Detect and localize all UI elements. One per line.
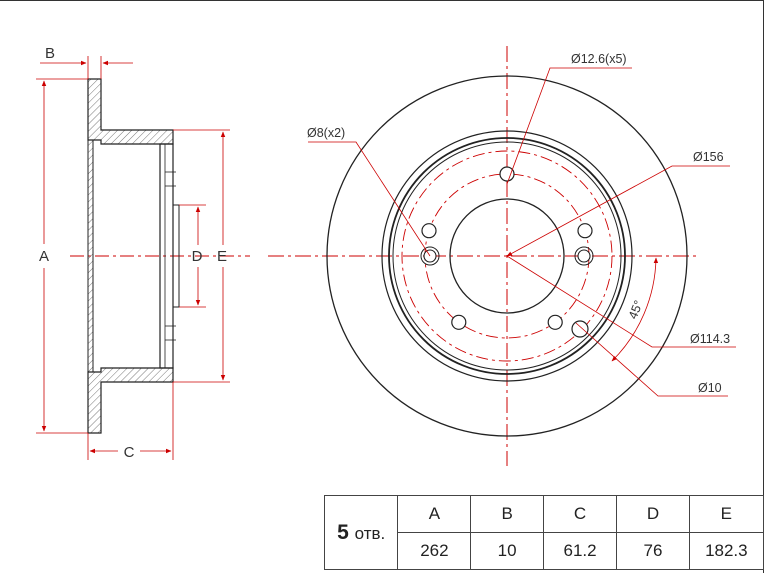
dim-e-label: E	[217, 248, 227, 265]
note-pin-holes: Ø8(x2)	[307, 126, 345, 140]
stud-holes	[421, 166, 593, 338]
hub-diameter-circle	[401, 150, 613, 362]
dim-b-label: B	[45, 45, 55, 62]
header-b: B	[470, 495, 544, 533]
hole-count-cell: 5 отв.	[323, 495, 399, 570]
value-a: 262	[397, 532, 472, 570]
leader-stud-holes	[506, 67, 632, 185]
spec-table: 5 отв. A B C D E 262 10 61.2 76 182.3	[323, 495, 764, 570]
dim-d-label: D	[192, 248, 203, 265]
hub-face-edge	[392, 141, 622, 371]
hat-wall	[87, 139, 94, 373]
center-bore	[172, 204, 180, 308]
stud-hole-5	[421, 223, 437, 239]
side-section-view: A B C D E	[36, 45, 250, 461]
disc-outer-edge	[326, 75, 688, 437]
stud-hole-3	[547, 314, 563, 330]
hat-outer-edge	[381, 130, 633, 382]
spec-value-row: 262 10 61.2 76 182.3	[325, 532, 764, 570]
hat-inner-edge	[388, 137, 626, 375]
note-hub-diameter: Ø156	[693, 150, 724, 164]
upper-section	[87, 78, 174, 145]
leader-center-hole	[575, 322, 728, 397]
header-a: A	[397, 495, 472, 533]
lower-section	[87, 367, 174, 434]
leader-pin-holes	[308, 141, 431, 257]
hole-count-value: 5	[337, 520, 349, 544]
note-angle: 45°	[626, 298, 646, 321]
value-d: 76	[616, 532, 690, 570]
front-view: Ø12.6(x5) Ø8(x2) Ø156 Ø114.3 Ø10 45°	[268, 46, 736, 466]
hole-count-unit: отв.	[354, 523, 386, 543]
header-c: C	[542, 495, 618, 533]
note-center-hole: Ø10	[698, 381, 722, 395]
stud-hole-4	[451, 314, 467, 330]
angle-arc	[611, 257, 659, 362]
dim-a-label: A	[39, 248, 49, 265]
center-bore-edge	[449, 198, 565, 314]
value-c: 61.2	[542, 532, 618, 570]
note-pcd: Ø114.3	[690, 332, 730, 346]
pin-hole-right	[574, 246, 594, 266]
note-stud-holes: Ø12.6(x5)	[571, 52, 627, 66]
value-b: 10	[470, 532, 544, 570]
header-d: D	[616, 495, 690, 533]
stud-hole-2	[577, 223, 593, 239]
spec-header-row: 5 отв. A B C D E	[323, 495, 764, 570]
dim-c-label: C	[124, 444, 135, 461]
pin-hole-left	[420, 246, 440, 266]
value-e: 182.3	[688, 532, 764, 570]
drain-hole	[571, 320, 589, 338]
header-e: E	[688, 495, 764, 533]
leader-hub-diameter	[506, 165, 730, 257]
stud-hole-1	[499, 166, 515, 182]
